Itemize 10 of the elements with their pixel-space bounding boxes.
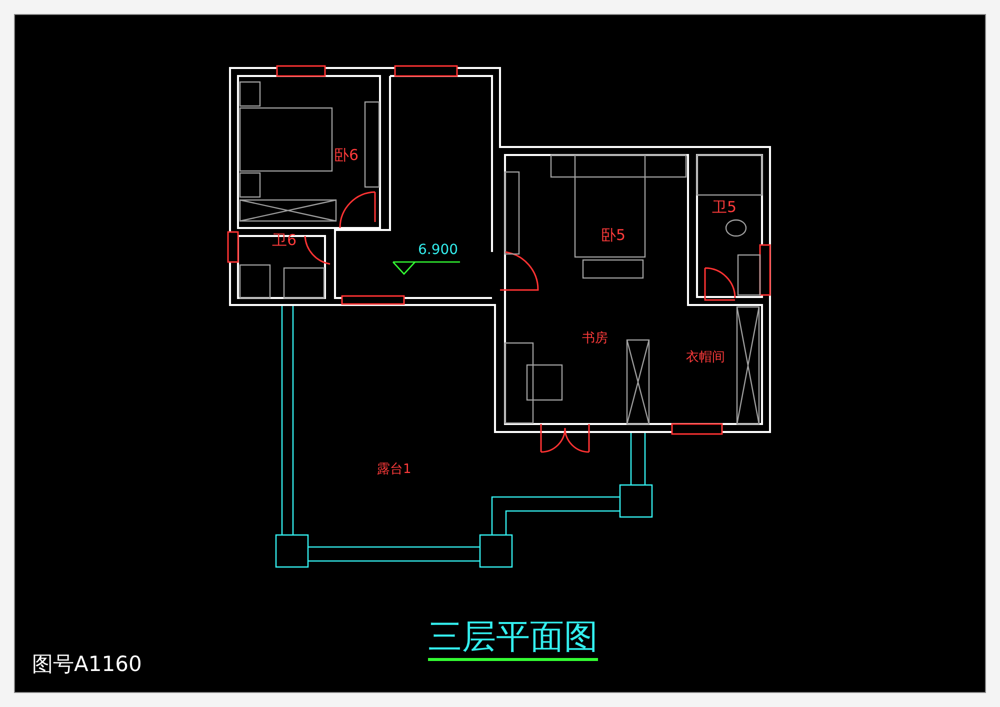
- room-label: 卫6: [272, 233, 297, 248]
- room-label: 露台1: [377, 463, 412, 476]
- room-label: 衣帽间: [686, 351, 725, 364]
- room-label: 卫5: [712, 200, 737, 215]
- title: 三层平面图: [428, 620, 598, 661]
- room-label: 书房: [582, 332, 608, 345]
- room-label: 卧5: [601, 228, 626, 243]
- drawing-number: 图号A1160: [32, 654, 142, 675]
- room-label: 卧6: [334, 148, 359, 163]
- elevation-label: 6.900: [418, 243, 458, 257]
